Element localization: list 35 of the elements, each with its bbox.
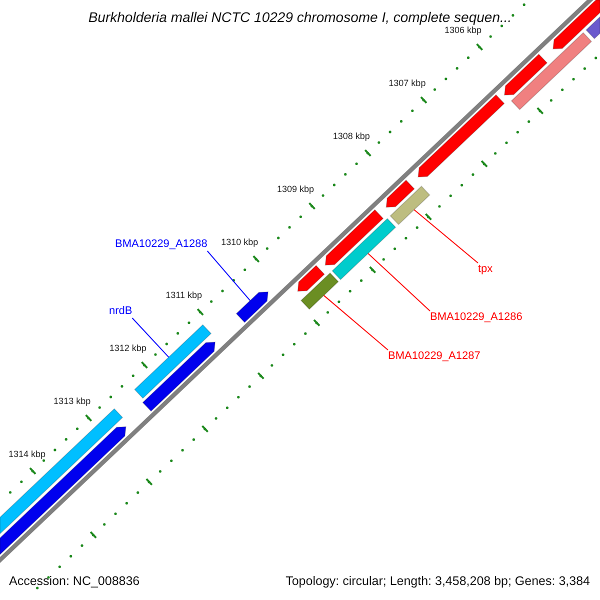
gene-label: BMA10229_A1286: [430, 311, 522, 324]
gene-feature: [504, 54, 548, 96]
tick-label: 1309 kbp: [276, 184, 314, 194]
tick-label: 1308 kbp: [332, 130, 370, 141]
gene-feature: [0, 408, 124, 535]
tick-label: 1314 kbp: [8, 448, 46, 459]
gene-feature: [386, 179, 416, 208]
gene-feature: [390, 186, 430, 226]
leader-line: [368, 252, 430, 312]
gene-feature: [324, 209, 384, 266]
map-title: Burkholderia mallei NCTC 10229 chromosome I, complete sequen...: [87, 9, 513, 25]
gene-feature: [418, 94, 505, 178]
genome-stats-text: Topology: circular; Length: 3,458,208 bp; Genes: 3,384: [286, 574, 590, 588]
leader-line: [414, 209, 478, 264]
gene-label: nrdB: [109, 305, 132, 318]
gene-label: BMA10229_A1288: [115, 238, 208, 251]
gene-label: tpx: [478, 263, 493, 276]
gene-feature: [134, 324, 212, 399]
gene-feature: [236, 291, 269, 324]
accession-text: Accession: NC_008836: [9, 574, 140, 588]
tick-label: 1311 kbp: [166, 290, 202, 300]
gene-feature: [552, 0, 600, 50]
gene-feature: [510, 32, 592, 110]
gene-feature: [0, 426, 126, 556]
gene-feature: [332, 218, 396, 280]
gene-feature: [585, 16, 600, 40]
tick-label: 1313 kbp: [54, 396, 91, 406]
tick-label: 1307 kbp: [388, 78, 426, 88]
leader-line: [206, 250, 251, 302]
gene-feature: [300, 272, 340, 310]
tick-label: 1310 kbp: [221, 236, 258, 247]
gene-label: BMA10229_A1287: [388, 350, 480, 363]
tick-label: 1306 kbp: [444, 24, 482, 35]
tick-label: 1312 kbp: [109, 342, 146, 353]
gene-feature: [297, 264, 326, 292]
